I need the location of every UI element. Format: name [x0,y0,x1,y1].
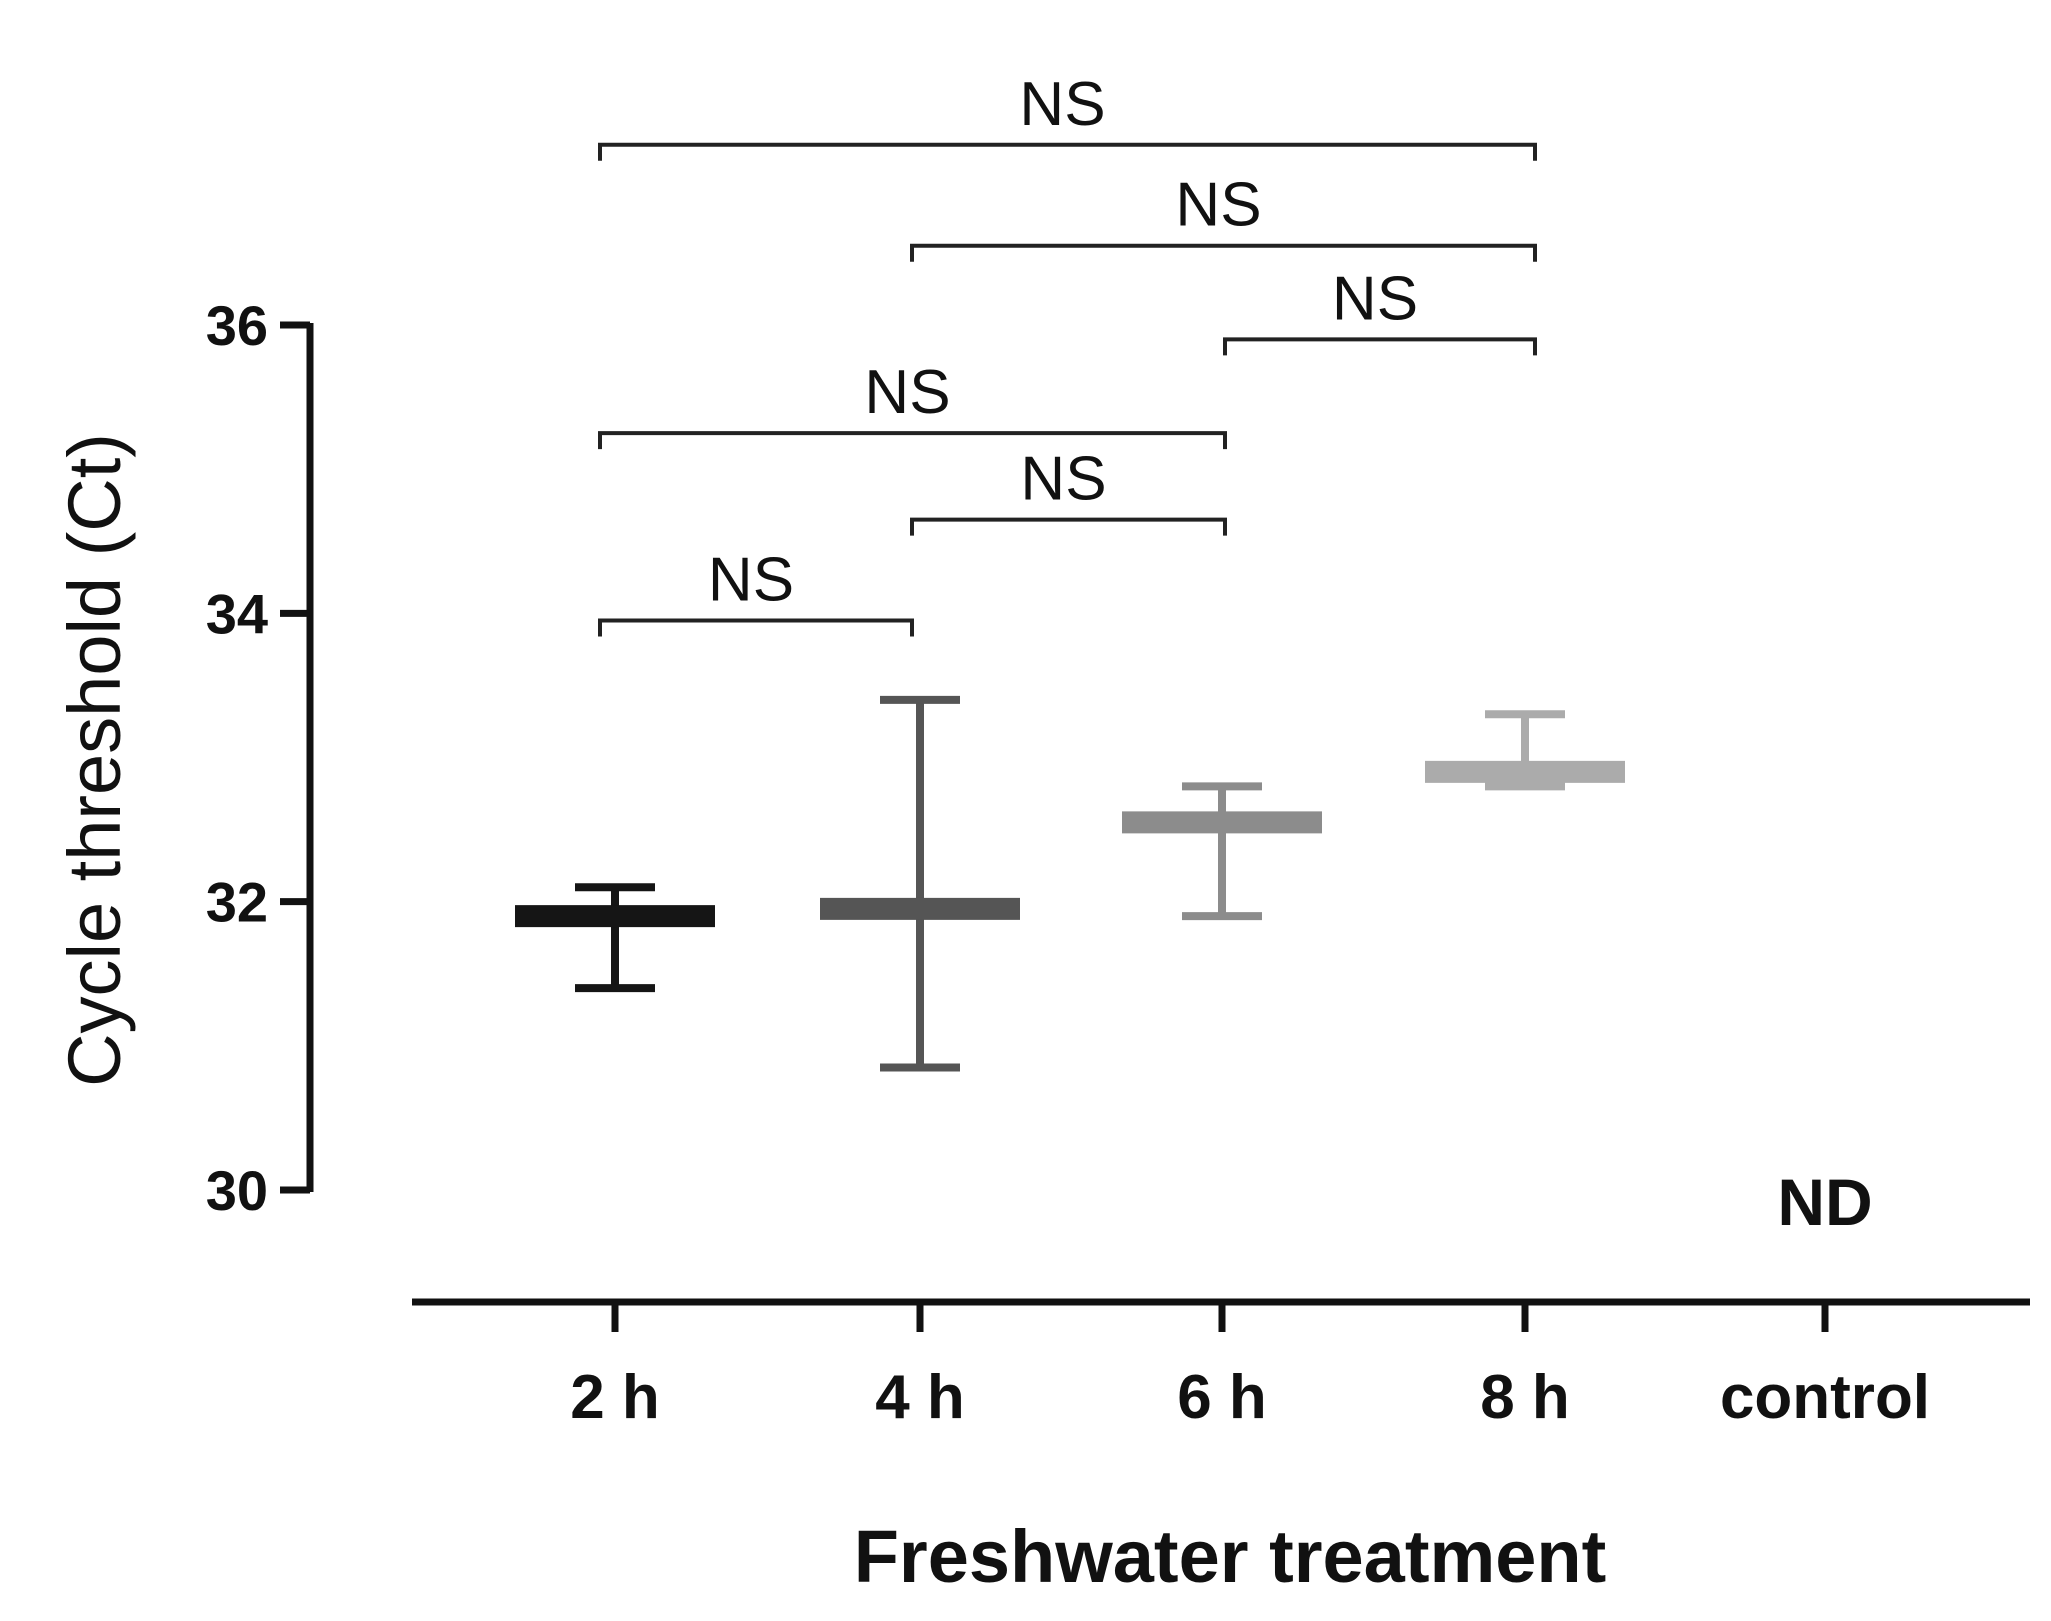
comparison-label: NS [1019,70,1105,139]
comparison-bracket [598,431,1227,450]
comparison-4h-8h: NS [910,171,1537,262]
point-6-h [1122,782,1322,921]
x-axis: 2 h 4 h 6 h 8 h control [412,1298,2030,1432]
comparison-2h-4h: NS [598,546,914,637]
comparison-bracket [598,618,914,637]
comparison-label: NS [708,546,794,615]
y-axis-title: Cycle threshold (Ct) [53,433,136,1087]
point-8-h [1425,710,1625,791]
annotation-control: ND [1777,1165,1872,1239]
comparison-brackets: NS NS NS NS NS NS [598,70,1537,637]
comparison-label: NS [864,358,950,427]
comparison-2h-6h: NS [598,358,1227,450]
x-tick-label-4-h: 4 h [875,1363,965,1432]
comparison-bracket [598,142,1537,161]
y-tick-label-34: 34 [206,582,268,645]
comparison-bracket [1223,337,1537,356]
comparison-label: NS [1175,171,1261,240]
x-tick-label-8-h: 8 h [1480,1363,1570,1432]
comparison-4h-6h: NS [910,445,1227,536]
y-tick-label-32: 32 [206,871,268,934]
x-tick-label-control: control [1720,1363,1930,1432]
comparison-label: NS [1020,445,1106,514]
x-tick-label-6-h: 6 h [1177,1363,1267,1432]
y-tick-label-30: 30 [206,1159,268,1222]
x-tick-label-2-h: 2 h [570,1363,660,1432]
y-tick-label-36: 36 [206,294,268,357]
y-axis: 30 32 34 36 [206,294,314,1222]
point-2-h [515,883,715,993]
comparison-2h-8h: NS [598,70,1537,161]
comparison-bracket [910,517,1227,536]
comparison-6h-8h: NS [1223,264,1537,356]
comparison-label: NS [1332,264,1418,333]
point-4-h [820,695,1020,1072]
data-marks: ND [515,695,1873,1239]
comparison-bracket [910,243,1537,262]
x-axis-title: Freshwater treatment [854,1515,1607,1598]
